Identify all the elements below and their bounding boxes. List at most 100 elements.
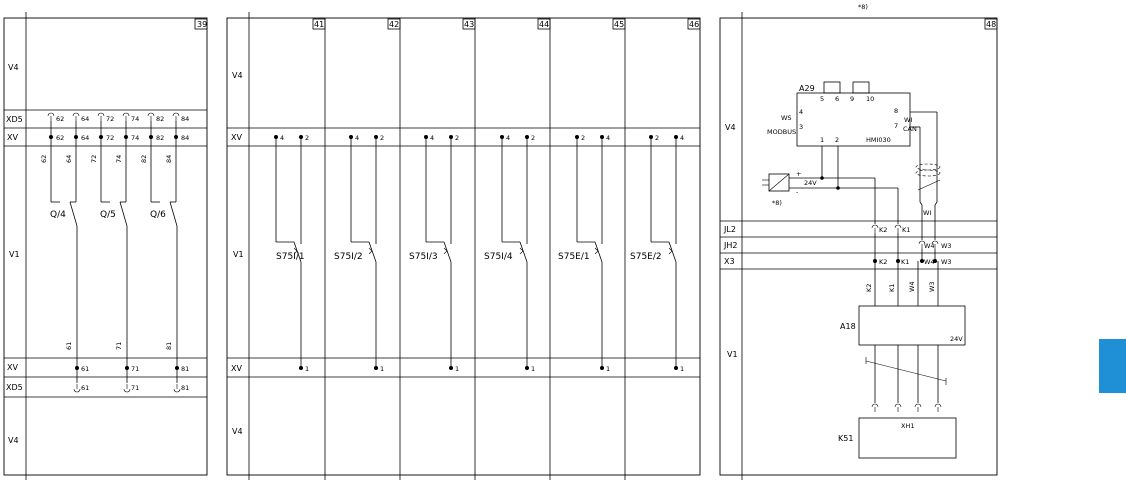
row-label-x3: X3 [724, 257, 735, 266]
contact-label: Q/5 [100, 210, 116, 220]
row-label-v4: V4 [725, 123, 736, 132]
k51-tag: K51 [838, 434, 853, 443]
terminal-label: W3 [941, 242, 952, 250]
terminal-label: 1 [305, 365, 309, 373]
can-label: CAN [903, 125, 917, 133]
terminal-label: 1 [380, 365, 384, 373]
terminal-label: W4 [924, 242, 935, 250]
pin-label: 4 [799, 108, 803, 116]
switch-label: S75I/2 [334, 252, 363, 262]
terminal-label: 71 [131, 365, 139, 373]
contact-q4 [50, 121, 78, 368]
wi-label: WI [904, 116, 912, 124]
terminal-label: 71 [131, 384, 139, 392]
row-label-xd5-top: XD5 [6, 115, 23, 124]
supply-voltage: 24V [804, 179, 817, 187]
contact-label: Q/6 [150, 210, 166, 220]
pin-label: 8 [894, 107, 898, 115]
power-supply: + - 24V *8) [762, 146, 898, 207]
contact-label: Q/4 [50, 210, 66, 220]
page-number: 43 [464, 20, 474, 29]
sheet-1-frame [3, 17, 208, 476]
terminal-label: 4 [280, 134, 284, 142]
terminal-label: 84 [181, 134, 189, 142]
pin-label: 7 [894, 122, 898, 130]
switch-label: S75I/3 [409, 252, 438, 262]
wire-label: 62 [40, 155, 48, 163]
terminal-label: W3 [941, 258, 952, 266]
sheet-2: V4 XV V1 XV V4 41 4 2 S75I/1 1 42 4 [226, 12, 701, 480]
pin-label: 9 [850, 95, 854, 103]
a18-voltage: 24V [950, 335, 963, 343]
xv-top-terminals: 62 64 72 74 82 84 [49, 134, 189, 142]
terminal-label: 2 [531, 134, 535, 142]
page-number: 45 [614, 20, 624, 29]
terminal-label: 84 [181, 115, 189, 123]
supply-plus: + [796, 170, 801, 178]
switch-column-1: 41 4 2 S75I/1 1 [274, 18, 326, 373]
wire-labels-v1: K2 K1 W4 W3 [865, 281, 936, 292]
row-label-v4-bottom: V4 [232, 427, 243, 436]
sheet-2-frame [226, 17, 701, 476]
switch-label: S75I/4 [484, 252, 513, 262]
pin-label: 6 [835, 95, 839, 103]
cable-label: WI [923, 209, 931, 217]
terminal-label: 61 [81, 365, 89, 373]
terminal-label: 2 [305, 134, 309, 142]
contact-q5 [100, 121, 128, 368]
k51-connector: XH1 [901, 422, 914, 430]
terminal-label: 1 [680, 365, 684, 373]
switch-label: S75I/1 [276, 252, 305, 262]
wire-label: W3 [928, 281, 936, 292]
terminal-label: 1 [455, 365, 459, 373]
wire-labels-top: 62 64 72 74 82 84 [40, 155, 173, 163]
ws-label: WS [781, 114, 792, 122]
supply-minus: - [796, 188, 799, 196]
page-number: 39 [197, 20, 207, 29]
section-tab[interactable] [1099, 339, 1126, 393]
row-label-v1: V1 [233, 250, 244, 259]
terminal-label: K2 [879, 226, 887, 234]
switch-column-5: 45 2 4 S75E/1 1 [558, 18, 626, 373]
wire-label: K1 [888, 284, 896, 292]
sheet-3: *8) 48 V4 JL2 JH2 X3 V1 A29 5 6 9 10 4 3… [719, 3, 998, 480]
terminal-label: 62 [56, 134, 64, 142]
terminal-label: K2 [879, 258, 887, 266]
xd5-top-terminals: 62 64 72 74 82 84 [47, 112, 189, 123]
pin-label: 10 [866, 95, 874, 103]
terminal-label: K1 [902, 226, 910, 234]
page-number: 48 [986, 20, 996, 29]
pin-label: 3 [799, 123, 803, 131]
footnote-marker: *8) [858, 3, 868, 11]
terminal-label: 1 [606, 365, 610, 373]
xd5-bottom-terminals: 61 71 81 [73, 370, 189, 393]
pin-label: 1 [820, 136, 824, 144]
a18-module: A18 24V [840, 305, 966, 346]
terminal-label: 4 [355, 134, 359, 142]
wire-label: 61 [65, 342, 73, 350]
switch-column-6: 46 2 4 S75E/2 1 [630, 18, 701, 373]
switch-label: S75E/2 [630, 252, 662, 262]
wire-label: 74 [115, 155, 123, 163]
terminal-label: 2 [380, 134, 384, 142]
row-label-v1: V1 [9, 250, 20, 259]
k51-module: K51 XH1 [838, 403, 957, 459]
can-cable: WI [910, 111, 941, 240]
terminal-label: 81 [181, 365, 189, 373]
row-label-xv-bottom: XV [7, 363, 18, 372]
wire-label: 82 [140, 155, 148, 163]
modbus-label: MODBUS [767, 128, 796, 136]
wire-label: 64 [65, 155, 73, 163]
pin-label: 5 [820, 95, 824, 103]
supply-footnote: *8) [772, 199, 782, 207]
wire-label: K2 [865, 284, 873, 292]
switch-label: S75E/1 [558, 252, 590, 262]
sheet-1: 39 V4 XD5 XV V1 XV XD5 V4 62 64 72 74 82… [3, 12, 208, 480]
contact-q6 [150, 121, 178, 368]
terminal-label: 62 [56, 115, 64, 123]
page-number: 44 [539, 20, 549, 29]
terminal-label: W4 [924, 258, 935, 266]
terminal-label: 2 [655, 134, 659, 142]
terminal-label: 74 [131, 134, 139, 142]
